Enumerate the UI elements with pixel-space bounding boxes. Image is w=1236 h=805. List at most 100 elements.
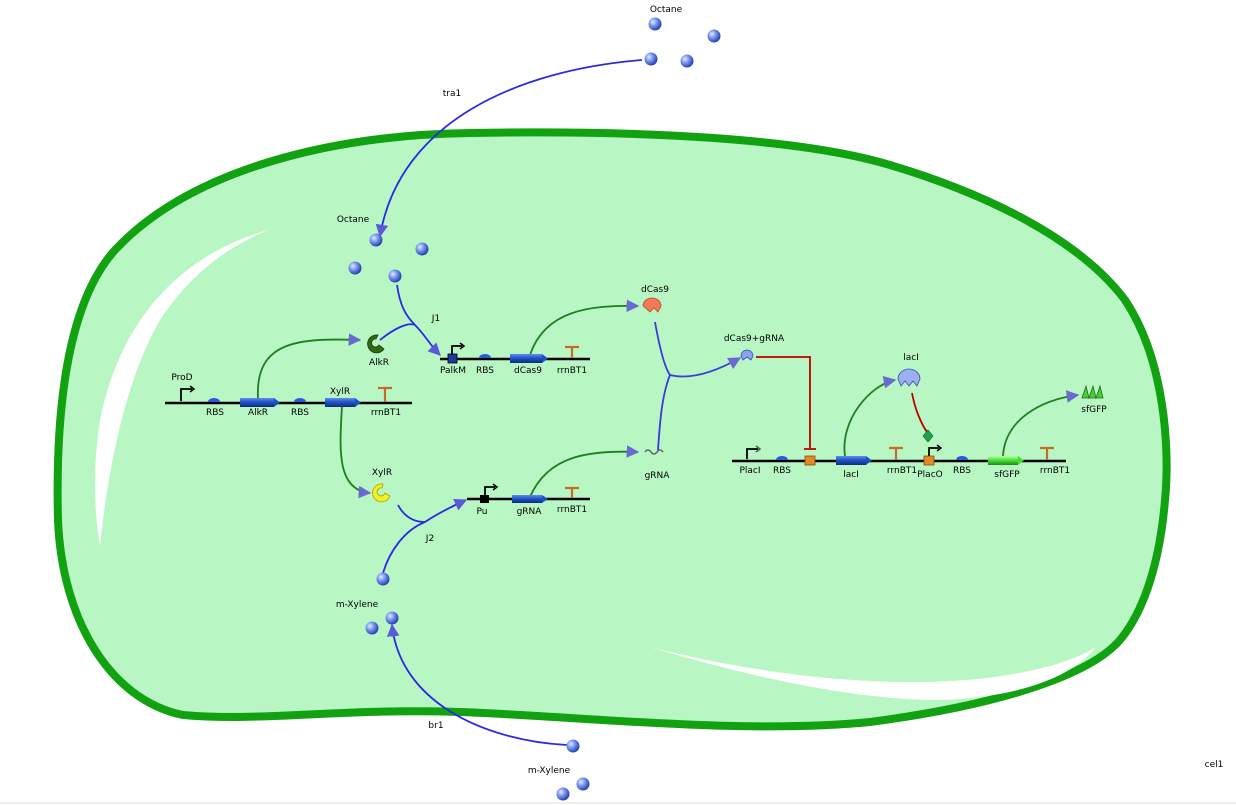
label-part: rrnBT1	[1040, 466, 1070, 476]
promoter-arrow-icon	[746, 448, 758, 459]
terminator-icon	[565, 345, 579, 358]
dcas9-protein-icon[interactable]	[642, 297, 662, 313]
octane-molecule[interactable]	[415, 242, 429, 256]
inhibition-edges	[756, 356, 928, 450]
m-xylene-molecule[interactable]	[385, 611, 399, 625]
label-part: PalkM	[440, 366, 466, 376]
cds-sfgfp[interactable]	[988, 456, 1018, 465]
module3-labels: Pu gRNA rrnBT1	[477, 505, 588, 517]
edge-complex-out	[669, 357, 742, 378]
label-part: lacI	[843, 470, 859, 480]
promoter-arrow-icon	[451, 345, 462, 354]
cell-compartment	[53, 128, 1171, 731]
edge-inhibit-placi	[756, 356, 811, 448]
label-dcas9-protein: dCas9	[641, 285, 669, 295]
edge-prod-laci	[843, 376, 897, 457]
label-part: XylR	[330, 387, 350, 397]
label-part: rrnBT1	[557, 366, 587, 376]
m-xylene-molecule[interactable]	[566, 739, 580, 753]
alkr-protein-icon[interactable]	[367, 334, 385, 354]
promoter-arrow-icon	[484, 486, 495, 495]
module2-labels: PalkM RBS dCas9 rrnBT1	[440, 366, 587, 376]
operator-palkm[interactable]	[447, 353, 458, 364]
dcas9-grna-complex-icon[interactable]	[740, 349, 754, 361]
label-compartment: cel1	[1205, 760, 1224, 770]
m-xylene-molecule[interactable]	[576, 777, 590, 791]
label-part: RBS	[476, 366, 494, 376]
cds-laci[interactable]	[836, 456, 866, 465]
label-octane-outside: Octane	[650, 5, 683, 15]
label-part: dCas9	[514, 366, 542, 376]
octane-molecule[interactable]	[648, 17, 662, 31]
production-edges	[257, 299, 1080, 499]
xylr-protein-icon[interactable]	[372, 483, 391, 503]
label-xylr-protein: XylR	[372, 468, 392, 478]
edge-inhibit-placo	[911, 392, 928, 433]
edge-j1-in2	[379, 323, 416, 341]
terminator-icon	[378, 386, 392, 402]
octane-molecule[interactable]	[388, 269, 402, 283]
label-part: gRNA	[517, 507, 543, 517]
edge-j2-in	[397, 504, 426, 523]
label-part: PlacO	[917, 470, 942, 480]
m-xylene-molecule[interactable]	[365, 621, 379, 635]
module4-labels: PlacI RBS lacI rrnBT1 PlacO RBS sfGFP rr…	[739, 466, 1070, 480]
octane-molecule[interactable]	[680, 54, 694, 68]
terminator-icon	[889, 446, 903, 460]
octane-molecule[interactable]	[348, 261, 362, 275]
operator-placi[interactable]	[804, 455, 816, 466]
molecules	[348, 17, 721, 801]
label-part: RBS	[291, 408, 309, 418]
label-part: rrnBT1	[371, 408, 401, 418]
cds-alkr[interactable]	[240, 398, 274, 407]
sfgfp-protein-icon[interactable]	[1081, 384, 1104, 400]
rbs-icon	[294, 398, 306, 402]
reaction-edges	[375, 59, 742, 746]
m-xylene-molecule[interactable]	[556, 787, 570, 801]
edge-prod-xylr	[339, 404, 372, 499]
label-reaction-j1: J1	[431, 314, 440, 324]
cds-grna[interactable]	[512, 495, 542, 503]
cell-membrane	[53, 128, 1171, 731]
edge-j1-in	[396, 284, 416, 326]
proteins	[367, 297, 1104, 503]
module2-construct	[440, 342, 590, 364]
label-part: ProD	[171, 373, 192, 383]
species-labels: Octane Octane m-Xylene m-Xylene AlkR Xyl…	[336, 5, 1224, 776]
edge-prod-grna	[529, 445, 640, 498]
label-part: rrnBT1	[887, 466, 917, 476]
module3-construct	[467, 483, 590, 503]
m-xylene-molecule[interactable]	[376, 572, 390, 586]
label-part: Pu	[477, 507, 488, 517]
rbs-icon	[776, 456, 788, 460]
terminator-icon	[1040, 446, 1054, 460]
laci-protein-icon[interactable]	[897, 368, 921, 387]
promoter-arrow-icon	[928, 447, 939, 456]
label-part: PlacI	[739, 466, 760, 476]
octane-molecule[interactable]	[369, 233, 383, 247]
rbs-icon	[208, 398, 220, 402]
edge-prod-dcas9	[529, 299, 640, 356]
label-reaction-j2: J2	[425, 534, 434, 544]
label-part: RBS	[206, 408, 224, 418]
operator-placo[interactable]	[923, 455, 935, 466]
label-part: RBS	[953, 466, 971, 476]
edge-complex-grna	[657, 374, 671, 451]
cell-highlight-left	[95, 230, 268, 545]
grna-icon[interactable]	[644, 449, 664, 455]
cds-dcas9[interactable]	[510, 354, 542, 363]
label-octane-inside: Octane	[337, 215, 370, 225]
octane-molecule[interactable]	[644, 52, 658, 66]
lacI-operator-diamond	[922, 429, 934, 443]
cds-xylr[interactable]	[325, 398, 355, 407]
edge-prod-alkr	[257, 333, 362, 399]
operator-pu[interactable]	[480, 495, 489, 503]
label-alkr-protein: AlkR	[369, 358, 389, 368]
module1-labels: ProD RBS AlkR RBS XylR rrnBT1	[171, 373, 401, 418]
label-part: AlkR	[248, 408, 268, 418]
edge-complex-dcas9	[654, 321, 671, 376]
octane-molecule[interactable]	[707, 29, 721, 43]
module4-construct	[732, 444, 1066, 466]
label-reaction-tra1: tra1	[443, 89, 461, 99]
